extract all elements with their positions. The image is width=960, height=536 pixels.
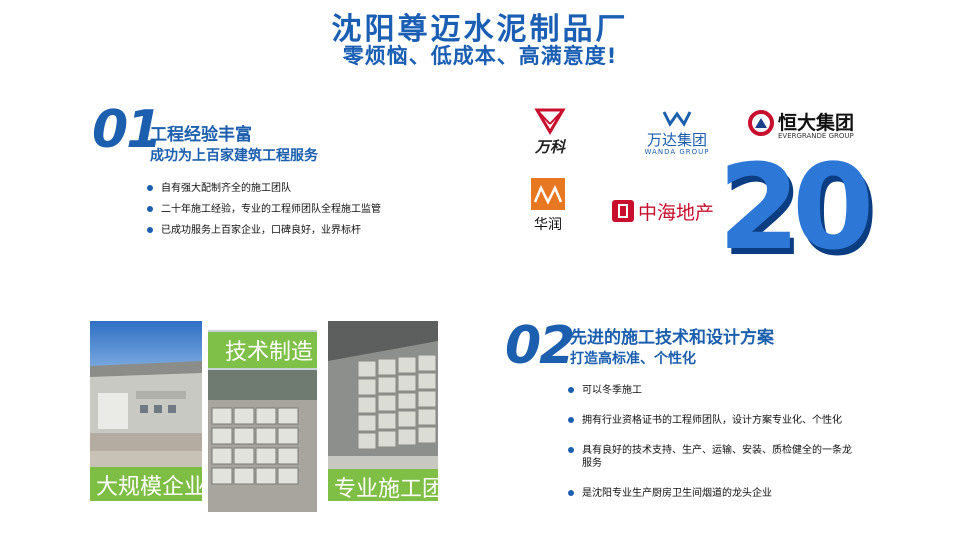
professional-team-caption: 专业施工团队 bbox=[328, 469, 438, 501]
bullet-dot-icon bbox=[568, 387, 574, 393]
twenty-text: 20 bbox=[718, 138, 874, 276]
warehouse-photo: 专业施工团队 bbox=[328, 321, 438, 501]
wanda-logo: 万达集团 WANDA GROUP bbox=[632, 108, 722, 158]
bullet-dot-icon bbox=[147, 227, 153, 233]
vanke-mark-icon bbox=[534, 108, 566, 135]
section-1-number: 01 bbox=[92, 100, 162, 160]
manufacturing-photo: 技术制造 bbox=[208, 330, 317, 512]
section-1-subheading: 成功为上百家建筑工程服务 bbox=[150, 148, 318, 164]
bullet-dot-icon bbox=[147, 206, 153, 212]
section-2-bullets: 可以冬季施工 拥有行业资格证书的工程师团队，设计方案专业化、个性化 具有良好的技… bbox=[568, 384, 858, 500]
large-scale-enterprise-caption: 大规模企业 bbox=[90, 467, 202, 501]
section-1-bullets: 自有强大配制齐全的施工团队 二十年施工经验，专业的工程师团队全程施工监管 已成功… bbox=[147, 182, 447, 237]
evergrande-en-text: EVERGRANDE GROUP bbox=[778, 132, 854, 140]
bullet-dot-icon bbox=[568, 447, 574, 453]
zhonghai-logo: 中海地产 bbox=[612, 198, 742, 224]
factory-photo: 大规模企业 bbox=[90, 321, 202, 501]
zhonghai-mark-icon bbox=[612, 200, 634, 222]
section-2-subheading: 打造高标准、个性化 bbox=[570, 351, 696, 367]
bullet-dot-icon bbox=[568, 490, 574, 496]
zhonghai-text: 中海地产 bbox=[638, 202, 715, 224]
vanke-text: 万科 bbox=[534, 138, 565, 156]
list-item: 可以冬季施工 bbox=[568, 384, 858, 397]
evergrande-logo: 恒大集团 EVERGRANDE GROUP bbox=[748, 108, 868, 142]
page-subtitle: 零烦恼、低成本、高满意度! bbox=[342, 44, 618, 68]
page-title: 沈阳尊迈水泥制品厂 bbox=[331, 12, 629, 47]
huarun-mark-icon bbox=[531, 178, 565, 210]
wanda-text: 万达集团 bbox=[646, 131, 707, 149]
list-item: 已成功服务上百家企业，口碑良好，业界标杆 bbox=[147, 224, 447, 237]
huarun-text: 华润 bbox=[534, 217, 562, 233]
list-item: 是沈阳专业生产厨房卫生间烟道的龙头企业 bbox=[568, 487, 858, 500]
twenty-years-badge: 20 20 bbox=[718, 138, 878, 282]
bullet-dot-icon bbox=[568, 417, 574, 423]
list-item: 具有良好的技术支持、生产、运输、安装、质检健全的一条龙服务 bbox=[568, 444, 858, 470]
wanda-mark-icon bbox=[662, 111, 692, 127]
evergrande-mark-icon bbox=[748, 110, 774, 136]
technical-manufacturing-caption: 技术制造 bbox=[208, 332, 317, 368]
bullet-dot-icon bbox=[147, 185, 153, 191]
list-item: 拥有行业资格证书的工程师团队，设计方案专业化、个性化 bbox=[568, 414, 858, 427]
huarun-logo: 华润 bbox=[528, 178, 568, 234]
list-item: 二十年施工经验，专业的工程师团队全程施工监管 bbox=[147, 203, 447, 216]
section-2-heading: 先进的施工技术和设计方案 bbox=[570, 328, 774, 348]
evergrande-text: 恒大集团 bbox=[778, 112, 855, 134]
section-1-heading: 工程经验丰富 bbox=[150, 125, 252, 145]
list-item: 自有强大配制齐全的施工团队 bbox=[147, 182, 447, 195]
vanke-logo: 万科 bbox=[525, 108, 575, 156]
section-2-number: 02 bbox=[505, 316, 575, 376]
wanda-en-text: WANDA GROUP bbox=[644, 148, 710, 156]
